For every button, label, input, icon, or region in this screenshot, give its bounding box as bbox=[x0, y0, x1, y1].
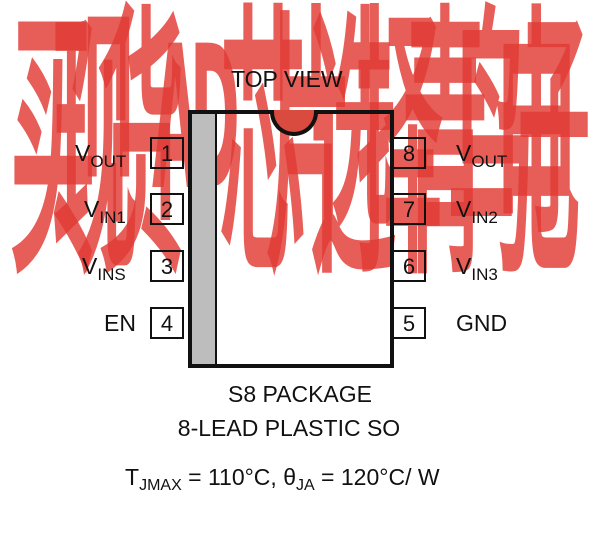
pin-4-label: EN bbox=[104, 312, 136, 335]
pin-label-main: V bbox=[456, 253, 472, 279]
pin-label-sub: IN1 bbox=[99, 208, 126, 227]
tjmax-value: = 110°C, bbox=[181, 464, 284, 490]
pin-8: 8 bbox=[392, 137, 426, 169]
pin-label-sub: IN2 bbox=[471, 208, 498, 227]
ic-package-body bbox=[188, 110, 394, 368]
pin-label-main: V bbox=[75, 140, 91, 166]
package-name: S8 PACKAGE bbox=[227, 381, 373, 407]
pin-label-main: V bbox=[456, 196, 472, 222]
pin-label-sub: OUT bbox=[471, 152, 508, 171]
theta-value: = 120°C/ W bbox=[314, 464, 440, 490]
pin-8-label: VOUT bbox=[456, 140, 508, 171]
tjmax-sub: JMAX bbox=[139, 477, 182, 494]
pin-1: 1 bbox=[150, 137, 184, 169]
pin-label-sub: OUT bbox=[90, 152, 127, 171]
pin-label-main: V bbox=[456, 140, 472, 166]
pin-label-main: GND bbox=[456, 310, 508, 336]
pin-label-main: V bbox=[82, 253, 98, 279]
pin-5: 5 bbox=[392, 307, 426, 339]
pin-7: 7 bbox=[392, 193, 426, 225]
pin-3: 3 bbox=[150, 250, 184, 282]
pin-4: 4 bbox=[150, 307, 184, 339]
theta-sub: JA bbox=[296, 477, 315, 494]
pin-1-label: VOUT bbox=[75, 140, 127, 171]
package-description: 8-LEAD PLASTIC SO bbox=[177, 415, 401, 441]
pin-2: 2 bbox=[150, 193, 184, 225]
pin-3-label: VINS bbox=[82, 253, 126, 284]
theta-symbol: θ bbox=[283, 464, 296, 490]
tjmax-symbol: T bbox=[125, 464, 140, 490]
pin-5-label: GND bbox=[456, 312, 507, 335]
pin-label-sub: INS bbox=[97, 265, 126, 284]
pin-6-label: VIN3 bbox=[456, 253, 498, 284]
pin-label-sub: IN3 bbox=[471, 265, 498, 284]
top-view-label: TOP VIEW bbox=[231, 66, 343, 92]
pin-2-label: VIN1 bbox=[84, 196, 126, 227]
pin1-marker-stripe bbox=[192, 114, 217, 364]
pin-label-main: EN bbox=[104, 310, 136, 336]
pin-6: 6 bbox=[392, 250, 426, 282]
pin-7-label: VIN2 bbox=[456, 196, 498, 227]
thermal-spec: TJMAX = 110°C, θJA = 120°C/ W bbox=[125, 466, 440, 494]
pin-label-main: V bbox=[84, 196, 100, 222]
